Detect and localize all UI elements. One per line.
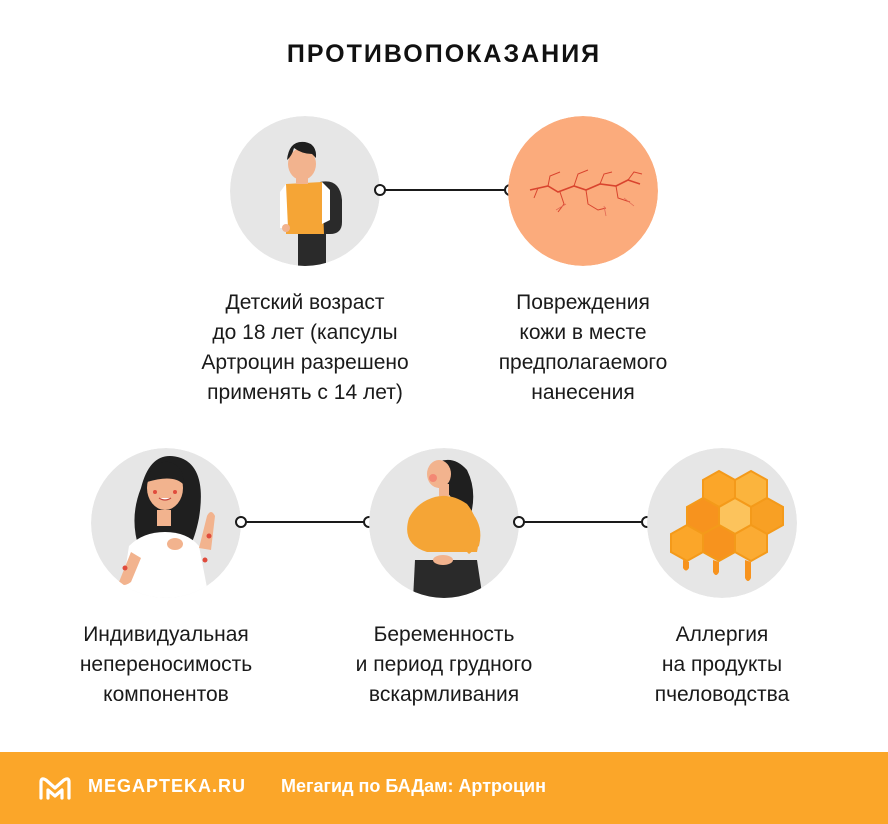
caption-line: Беременность [373,623,515,646]
pregnant-woman-icon [369,448,519,598]
caption-line: и период грудного [355,653,533,676]
caption-line: Индивидуальная [83,623,249,646]
caption-children: Детский возраст до 18 лет (капсулы Артро… [175,288,435,408]
footer-bar: MEGAPTEKA.RU Мегагид по БАДам: Артроцин [0,752,888,824]
caption-line: кожи в месте [519,321,647,344]
schoolboy-icon [230,116,380,266]
caption-line: предполагаемого [498,351,668,374]
caption-line: Повреждения [516,291,650,314]
brand-link[interactable]: MEGAPTEKA.RU [88,776,247,796]
caption-pregnancy: Беременность и период грудного вскармлив… [314,620,574,710]
caption-allergy: Аллергия на продукты пчеловодства [592,620,852,710]
caption-line: до 18 лет (капсулы [212,321,398,344]
damaged-skin-icon [508,116,658,266]
page-title: ПРОТИВОПОКАЗАНИЯ [286,40,602,68]
megapteka-logo-icon[interactable] [38,774,72,802]
caption-line: на продукты [661,653,783,676]
caption-skin-damage: Повреждения кожи в месте предполагаемого… [453,288,713,408]
connector-line [374,184,516,196]
caption-intolerance: Индивидуальная непереносимость компонент… [36,620,296,710]
caption-line: применять с 14 лет) [207,381,403,404]
caption-line: Детский возраст [225,291,385,314]
caption-line: компонентов [103,683,229,706]
caption-line: нанесения [531,381,635,404]
footer-tagline: Мегагид по БАДам: Артроцин [281,776,546,796]
caption-line: непереносимость [79,653,253,676]
caption-line: Артроцин разрешено [201,351,409,374]
caption-line: вскармливания [368,683,520,706]
connector-line [513,516,653,528]
honeycomb-icon [647,448,797,598]
connector-line [235,516,375,528]
caption-line: пчеловодства [654,683,790,706]
caption-line: Аллергия [675,623,769,646]
skin-reaction-woman-icon [91,448,241,598]
